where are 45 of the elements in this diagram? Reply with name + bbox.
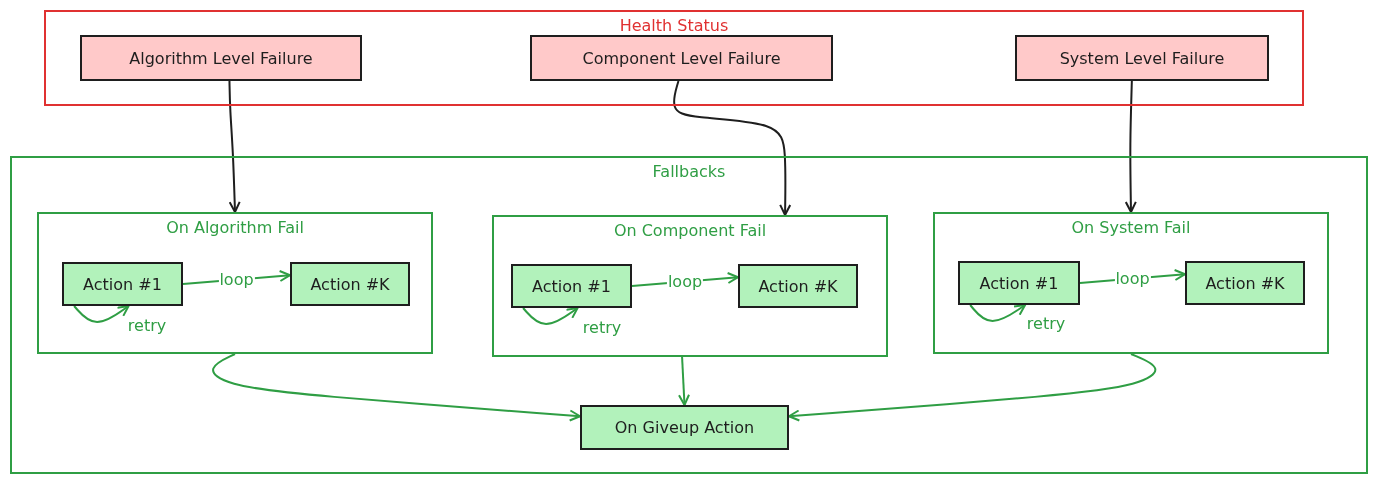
box-label: Action #1	[532, 276, 611, 296]
group-title: On Component Fail	[612, 221, 768, 240]
arrow	[228, 80, 241, 213]
process-box	[511, 264, 632, 308]
box-label: Action #1	[979, 273, 1059, 293]
process-box	[62, 262, 183, 306]
group-title: Fallbacks	[651, 162, 727, 181]
arrow	[788, 353, 1157, 422]
box-label: Action #1	[83, 274, 162, 294]
edge-label: retry	[126, 317, 168, 335]
box-label: Action #K	[1205, 273, 1285, 293]
edge-label: retry	[581, 319, 623, 337]
edge-label: retry	[1025, 315, 1067, 333]
process-box	[290, 262, 410, 306]
process-box	[80, 35, 362, 81]
arrow	[969, 304, 1027, 322]
group-title: On Algorithm Fail	[165, 218, 305, 237]
box-label: On Giveup Action	[614, 418, 755, 437]
process-box	[1185, 261, 1305, 305]
edge-label: loop	[218, 270, 255, 289]
group-box	[492, 215, 888, 357]
box-label: System Level Failure	[1059, 48, 1225, 68]
arrow	[1124, 80, 1137, 213]
edge-label: loop	[666, 272, 704, 291]
box-label: Component Level Failure	[582, 48, 781, 68]
process-box	[738, 264, 858, 308]
group-box	[37, 212, 433, 354]
process-box	[530, 35, 833, 81]
process-box	[580, 405, 789, 450]
box-label: Action #K	[758, 276, 838, 296]
arrow	[212, 353, 581, 422]
group-box	[933, 212, 1329, 354]
arrow	[678, 356, 690, 406]
arrow	[673, 80, 792, 216]
group-title: On System Fail	[1070, 218, 1192, 237]
arrow	[73, 305, 130, 323]
box-label: Action #K	[310, 274, 390, 294]
process-box	[1015, 35, 1269, 81]
edge-label: loop	[1114, 269, 1151, 288]
group-box	[10, 156, 1368, 474]
process-box	[958, 261, 1080, 305]
arrow	[522, 307, 579, 325]
box-label: Algorithm Level Failure	[129, 48, 313, 68]
group-box	[44, 10, 1304, 106]
group-title: Health Status	[618, 16, 730, 35]
